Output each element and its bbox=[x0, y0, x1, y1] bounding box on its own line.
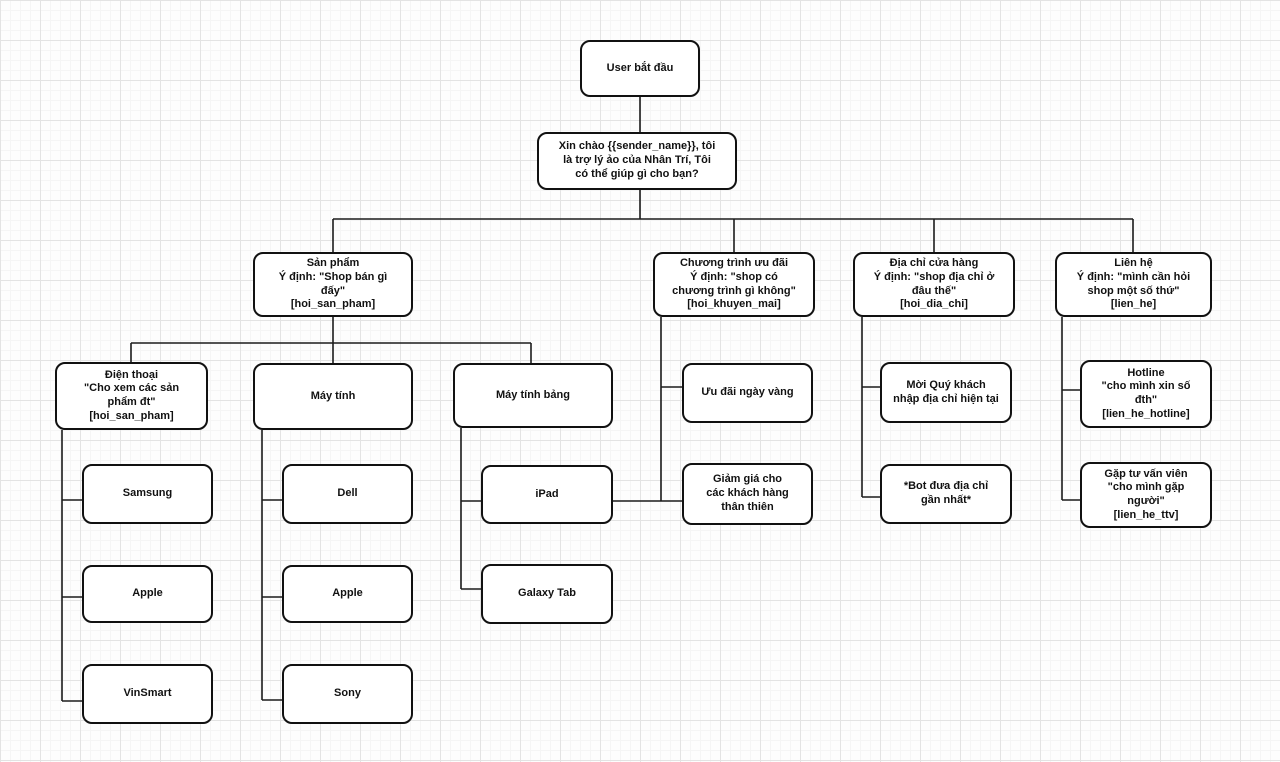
node-greeting[interactable]: Xin chào {{sender_name}}, tôi là trợ lý … bbox=[537, 132, 737, 190]
elbow-may-tinh bbox=[261, 430, 282, 701]
node-start[interactable]: User bắt đầu bbox=[580, 40, 700, 97]
node-hotline[interactable]: Hotline "cho mình xin số đth" [lien_he_h… bbox=[1080, 360, 1212, 428]
node-apple-phone[interactable]: Apple bbox=[82, 565, 213, 623]
node-apple-pc[interactable]: Apple bbox=[282, 565, 413, 623]
node-gap-ttv[interactable]: Gặp tư vấn viên "cho mình gặp người" [li… bbox=[1080, 462, 1212, 528]
node-ipad[interactable]: iPad bbox=[481, 465, 613, 524]
node-lien-he[interactable]: Liên hệ Ý định: "mình cần hỏi shop một s… bbox=[1055, 252, 1212, 317]
node-san-pham[interactable]: Sản phẩm Ý định: "Shop bán gì đấy" [hoi_… bbox=[253, 252, 413, 317]
elbow-khuyen-mai bbox=[613, 317, 682, 502]
node-bot-dua[interactable]: *Bot đưa địa chỉ gần nhất* bbox=[880, 464, 1012, 524]
node-galaxy-tab[interactable]: Galaxy Tab bbox=[481, 564, 613, 624]
node-dien-thoai[interactable]: Điện thoại "Cho xem các sản phẩm đt" [ho… bbox=[55, 362, 208, 430]
elbow-dia-chi bbox=[861, 317, 880, 498]
node-may-tinh[interactable]: Máy tính bbox=[253, 363, 413, 430]
node-dell[interactable]: Dell bbox=[282, 464, 413, 524]
node-uu-dai[interactable]: Ưu đãi ngày vàng bbox=[682, 363, 813, 423]
node-sony[interactable]: Sony bbox=[282, 664, 413, 724]
node-moi-nhap[interactable]: Mời Quý khách nhập địa chỉ hiện tại bbox=[880, 362, 1012, 423]
node-may-tinh-bang[interactable]: Máy tính bảng bbox=[453, 363, 613, 428]
node-dia-chi[interactable]: Địa chỉ cửa hàng Ý định: "shop địa chỉ ở… bbox=[853, 252, 1015, 317]
node-khuyen-mai[interactable]: Chương trình ưu đãi Ý định: "shop có chư… bbox=[653, 252, 815, 317]
node-vinsmart[interactable]: VinSmart bbox=[82, 664, 213, 724]
node-giam-gia[interactable]: Giảm giá cho các khách hàng thân thiên bbox=[682, 463, 813, 525]
node-samsung[interactable]: Samsung bbox=[82, 464, 213, 524]
elbow-lien-he bbox=[1061, 317, 1082, 501]
elbow-may-tinh-bang bbox=[460, 428, 481, 590]
elbow-dien-thoai bbox=[61, 430, 82, 702]
